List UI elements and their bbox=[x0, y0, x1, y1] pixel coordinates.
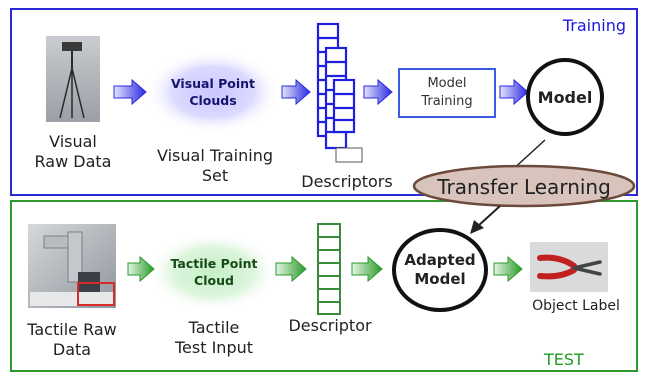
training-panel: Training bbox=[10, 8, 638, 196]
test-panel-label: TEST bbox=[544, 350, 584, 369]
transfer-learning-ellipse bbox=[412, 164, 636, 208]
pliers-image bbox=[530, 242, 608, 292]
tactile-point-cloud-shape bbox=[147, 232, 279, 312]
tactile-raw-data-image bbox=[28, 224, 116, 308]
descriptors-stack bbox=[316, 22, 356, 150]
tactile-raw-data-label: Tactile Raw Data bbox=[27, 320, 117, 359]
tactile-test-input-label: Tactile Test Input bbox=[174, 318, 254, 357]
descriptors-stack-tail bbox=[335, 147, 363, 163]
model-circle: Model bbox=[526, 58, 604, 136]
arrow-raw-to-cloud bbox=[113, 78, 147, 106]
visual-raw-data-image bbox=[46, 36, 100, 122]
descriptor-label: Descriptor bbox=[288, 316, 372, 335]
visual-point-cloud-shape bbox=[145, 50, 281, 134]
adapted-model-circle: Adapted Model bbox=[392, 228, 488, 312]
visual-raw-data-label: Visual Raw Data bbox=[34, 132, 112, 171]
test-panel: TEST bbox=[10, 200, 638, 372]
transfer-learning-label: Transfer Learning bbox=[437, 175, 611, 199]
arrow-cloud-to-descriptors bbox=[281, 78, 311, 106]
arrow-tactile-cloud-to-descriptor bbox=[275, 255, 307, 283]
visual-training-set-label: Visual Training Set bbox=[157, 146, 273, 185]
descriptors-label: Descriptors bbox=[301, 172, 393, 191]
arrow-descriptors-to-training bbox=[363, 78, 393, 106]
object-label-text: Object Label bbox=[532, 298, 620, 314]
model-training-box: Model Training bbox=[398, 68, 496, 118]
arrow-tactile-raw-to-cloud bbox=[127, 255, 155, 283]
training-panel-label: Training bbox=[562, 16, 626, 35]
descriptor-column bbox=[317, 223, 341, 315]
transfer-to-adapted-arrow bbox=[470, 205, 501, 234]
arrow-training-to-model bbox=[499, 78, 529, 106]
arrow-descriptor-to-adapted bbox=[351, 255, 383, 283]
visual-point-clouds-label: Visual Point Clouds bbox=[170, 76, 256, 108]
tactile-point-cloud-label: Tactile Point Cloud bbox=[170, 256, 258, 288]
arrow-adapted-to-label bbox=[493, 255, 523, 283]
